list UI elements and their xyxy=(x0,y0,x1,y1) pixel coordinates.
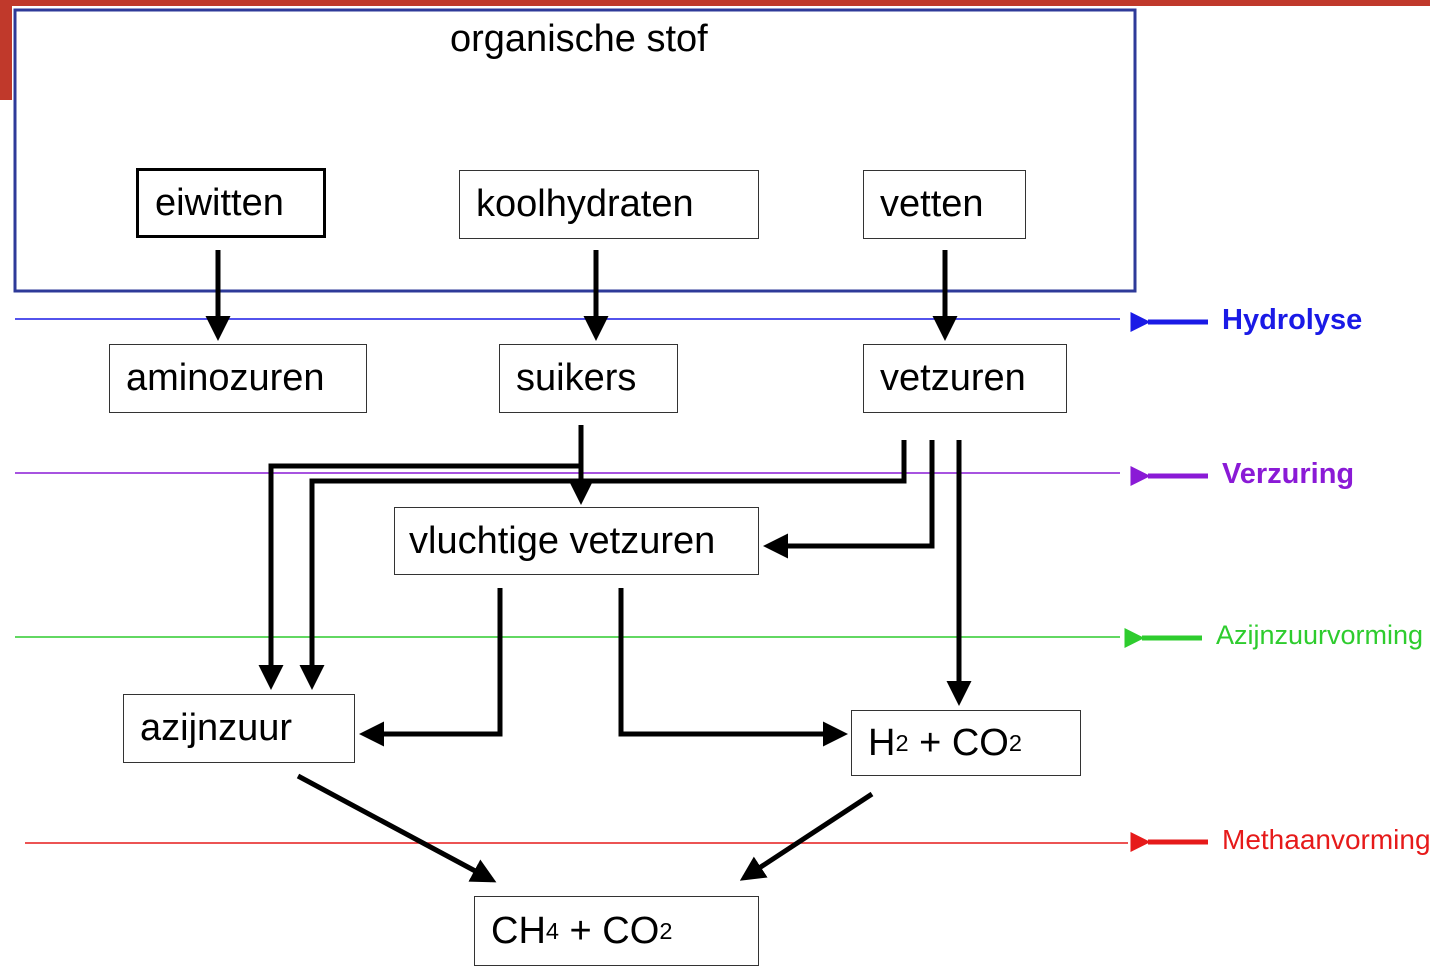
arrow-vetzuren-azijnzuur xyxy=(299,440,907,690)
left-accent-bar xyxy=(0,0,12,100)
group-title: organische stof xyxy=(450,18,708,60)
h2co2-sub-2: 2 xyxy=(895,729,909,756)
box-vetten: vetten xyxy=(863,170,1026,239)
stage-label-azijnzuurvorming: Azijnzuurvorming xyxy=(1216,620,1424,650)
stage-label-methaanvorming: Methaanvorming xyxy=(1222,824,1430,855)
arrow-vluchtige-vetzuren-h2co2 xyxy=(618,588,848,747)
arrow-vetzuren-vluchtige-vetzuren xyxy=(763,440,935,559)
box-azijnzuur: azijnzuur xyxy=(123,694,355,763)
arrow-azijnzuur-ch4co2 xyxy=(296,773,497,883)
arrow-h2co2-ch4co2 xyxy=(739,791,874,881)
h2co2-mid: + CO xyxy=(908,721,1009,764)
ch4co2-sub-4: 4 xyxy=(545,917,559,944)
ch4co2-sub-co2: 2 xyxy=(659,917,673,944)
stage-label-hydrolyse: Hydrolyse xyxy=(1222,304,1363,336)
box-koolhydraten: koolhydraten xyxy=(459,170,759,239)
ch4co2-mid: + CO xyxy=(559,909,660,952)
top-accent-bar xyxy=(0,0,1430,6)
box-vetzuren: vetzuren xyxy=(863,344,1067,413)
h2co2-h: H xyxy=(868,721,896,764)
h2co2-sub-co2: 2 xyxy=(1008,729,1022,756)
box-aminozuren: aminozuren xyxy=(109,344,367,413)
organische-stof-group-box xyxy=(13,8,1137,293)
box-vluchtige-vetzuren: vluchtige vetzuren xyxy=(394,507,759,575)
box-suikers: suikers xyxy=(499,344,678,413)
ch4co2-ch: CH xyxy=(491,909,546,952)
stage-label-verzuring: Verzuring xyxy=(1222,458,1355,490)
box-eiwitten: eiwitten xyxy=(136,168,326,238)
arrow-suikers-azijnzuur xyxy=(258,463,581,690)
arrow-vluchtige-vetzuren-azijnzuur xyxy=(359,588,503,747)
